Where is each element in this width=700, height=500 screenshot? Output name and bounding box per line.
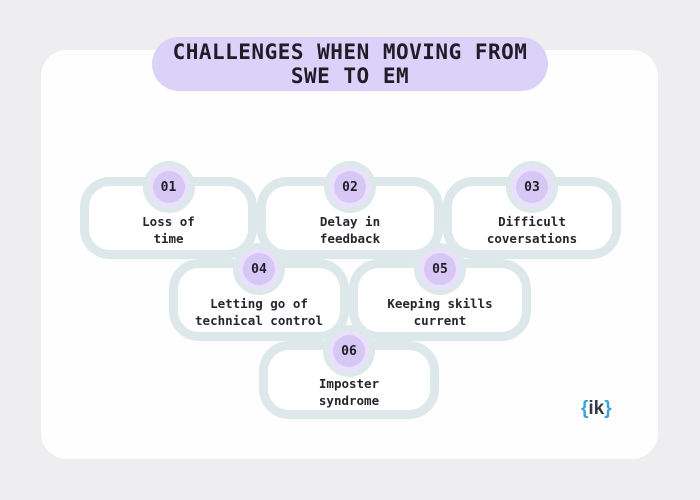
step-badge-circle: 02 bbox=[334, 171, 366, 203]
step-badge-halo: 05 bbox=[419, 248, 461, 290]
challenge-label-line-1: Letting go of bbox=[210, 296, 308, 311]
challenge-box-4: 04 Letting go of technical control bbox=[169, 243, 349, 341]
challenge-label-line-2: syndrome bbox=[318, 393, 380, 408]
challenge-box-3: 03 Difficult coversations bbox=[443, 161, 621, 259]
ik-brand-logo: { ik } bbox=[581, 398, 612, 420]
challenge-box-2: 02 Delay in feedback bbox=[257, 161, 443, 259]
step-badge-halo: 01 bbox=[147, 166, 190, 208]
step-badge-halo: 02 bbox=[329, 166, 371, 208]
challenge-label-line-1: Keeping skills bbox=[387, 296, 493, 311]
step-badge-halo: 04 bbox=[238, 248, 280, 290]
step-badge-circle: 05 bbox=[424, 253, 456, 285]
page-title-line-1: CHALLENGES WHEN MOVING FROM bbox=[172, 40, 528, 64]
page-title-line-2: SWE TO EM bbox=[290, 64, 410, 88]
challenge-label-line-2: time bbox=[153, 231, 184, 246]
step-badge-6: 06 bbox=[323, 325, 375, 377]
step-badge-circle: 01 bbox=[152, 171, 185, 203]
step-badge-1: 01 bbox=[142, 161, 195, 213]
step-badge-3: 03 bbox=[506, 161, 558, 213]
challenge-box-5: 05 Keeping skills current bbox=[349, 243, 531, 341]
step-badge-4: 04 bbox=[233, 243, 285, 295]
challenge-label-line-1: Difficult bbox=[498, 214, 566, 229]
challenge-label-line-2: coversations bbox=[486, 231, 578, 246]
challenge-label-line-1: Loss of bbox=[142, 214, 195, 229]
step-badge-halo: 03 bbox=[511, 166, 553, 208]
challenge-label-line-2: feedback bbox=[319, 231, 381, 246]
challenge-box-1: 01 Loss of time bbox=[80, 161, 257, 259]
step-number: 03 bbox=[524, 179, 540, 195]
challenge-label-line-2: technical control bbox=[195, 313, 323, 328]
challenge-label-line-1: Imposter bbox=[318, 376, 380, 391]
step-number: 04 bbox=[251, 261, 267, 277]
logo-close-brace: } bbox=[604, 398, 612, 419]
logo-text: ik bbox=[588, 398, 605, 419]
step-badge-5: 05 bbox=[414, 243, 466, 295]
step-badge-circle: 04 bbox=[243, 253, 275, 285]
step-badge-circle: 03 bbox=[516, 171, 548, 203]
step-number: 02 bbox=[342, 179, 358, 195]
title-banner: CHALLENGES WHEN MOVING FROM SWE TO EM bbox=[152, 37, 548, 91]
logo-open-brace: { bbox=[581, 398, 589, 419]
step-number: 05 bbox=[432, 261, 448, 277]
step-badge-2: 02 bbox=[324, 161, 376, 213]
challenge-label-line-2: current bbox=[413, 313, 467, 328]
challenge-box-6: 06 Imposter syndrome bbox=[259, 325, 439, 419]
step-number: 06 bbox=[341, 343, 357, 359]
challenge-label-line-1: Delay in bbox=[319, 214, 381, 229]
step-badge-circle: 06 bbox=[333, 335, 365, 367]
step-badge-halo: 06 bbox=[328, 330, 370, 372]
step-number: 01 bbox=[160, 179, 177, 195]
